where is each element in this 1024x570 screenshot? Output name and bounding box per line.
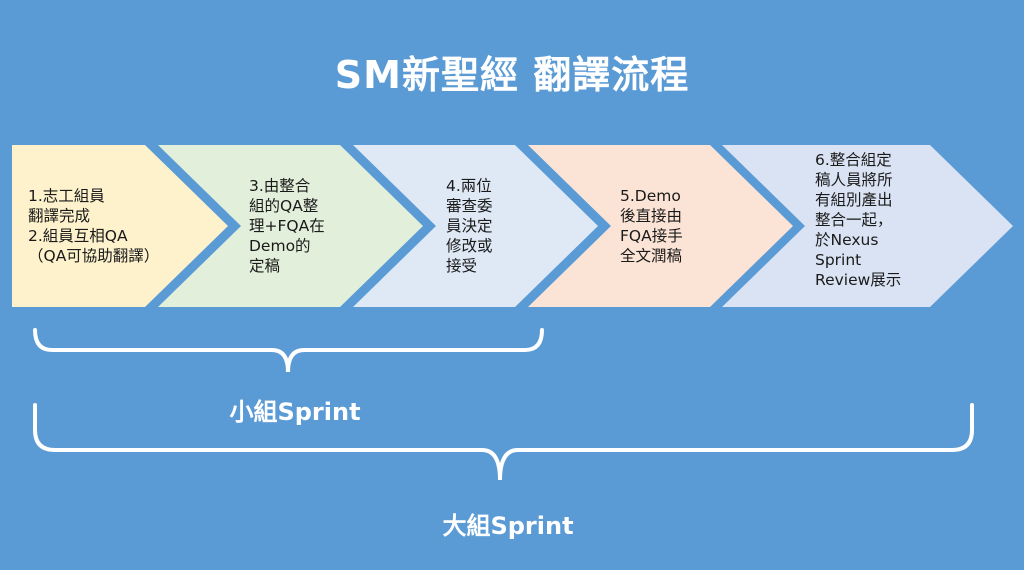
small-sprint-bracket [33, 328, 544, 373]
step-5-chevron [722, 145, 1013, 307]
step-5-text: 6.整合組定 稿人員將所 有組別產出 整合一起， 於Nexus Sprint R… [815, 151, 902, 289]
small-sprint-label: 小組Sprint [229, 398, 361, 426]
step-2-text: 3.由整合 組的QA整 理+FQA在 Demo的 定稿 [249, 177, 325, 275]
step-4-text: 5.Demo 後直接由 FQA接手 全文潤稿 [620, 187, 683, 265]
step-3-chevron [353, 145, 598, 307]
large-sprint-label: 大組Sprint [442, 512, 574, 540]
step-1-chevron [12, 145, 228, 307]
step-2-chevron [158, 145, 423, 307]
step-4-chevron [528, 145, 793, 307]
page-title: SM新聖經 翻譯流程 [334, 53, 690, 97]
large-sprint-bracket [33, 403, 974, 481]
step-3-text: 4.兩位 審查委 員決定 修改或 接受 [446, 177, 493, 275]
step-1-text: 1.志工組員 翻譯完成 2.組員互相QA （QA可協助翻譯） [28, 187, 160, 265]
